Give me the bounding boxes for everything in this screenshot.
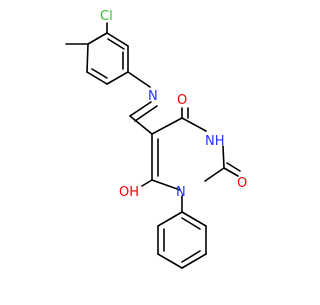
bond bbox=[181, 211, 207, 227]
bond-lines bbox=[65, 22, 241, 269]
bond bbox=[181, 253, 207, 269]
bond-double bbox=[134, 105, 158, 122]
chlorine-label: Cl bbox=[100, 9, 113, 24]
bond-double bbox=[181, 250, 201, 263]
bond bbox=[86, 43, 89, 73]
bond bbox=[129, 101, 152, 117]
bond bbox=[157, 211, 183, 227]
carbonyl-oxygen-top-label: O bbox=[177, 93, 187, 108]
bond bbox=[157, 253, 183, 269]
bond-double bbox=[91, 68, 108, 79]
bond bbox=[106, 32, 129, 47]
bond-double bbox=[107, 38, 125, 50]
bond bbox=[87, 32, 108, 45]
bond bbox=[151, 179, 181, 191]
molecule-structure: Cl N O NH O N OH bbox=[65, 9, 247, 269]
bond bbox=[181, 117, 207, 132]
bond bbox=[151, 117, 183, 135]
bond bbox=[204, 167, 225, 182]
bond bbox=[106, 71, 129, 85]
bond bbox=[222, 145, 225, 169]
hydroxyl-label: OH bbox=[119, 185, 139, 200]
nh-label: NH bbox=[205, 134, 225, 149]
bond-double bbox=[181, 217, 201, 230]
imine-nitrogen-label: N bbox=[148, 89, 158, 104]
bond bbox=[129, 115, 153, 135]
bond bbox=[223, 167, 239, 177]
atom-labels: Cl N O NH O N OH bbox=[100, 9, 247, 200]
bond bbox=[127, 71, 151, 88]
bond-hydroxyl bbox=[141, 179, 153, 187]
molecule-diagram: Cl N O NH O N OH bbox=[65, 9, 247, 269]
bond bbox=[86, 71, 108, 85]
bond-double bbox=[226, 162, 241, 172]
ring-nitrogen-label: N bbox=[176, 185, 186, 200]
carbonyl-oxygen-right-label: O bbox=[237, 176, 247, 191]
